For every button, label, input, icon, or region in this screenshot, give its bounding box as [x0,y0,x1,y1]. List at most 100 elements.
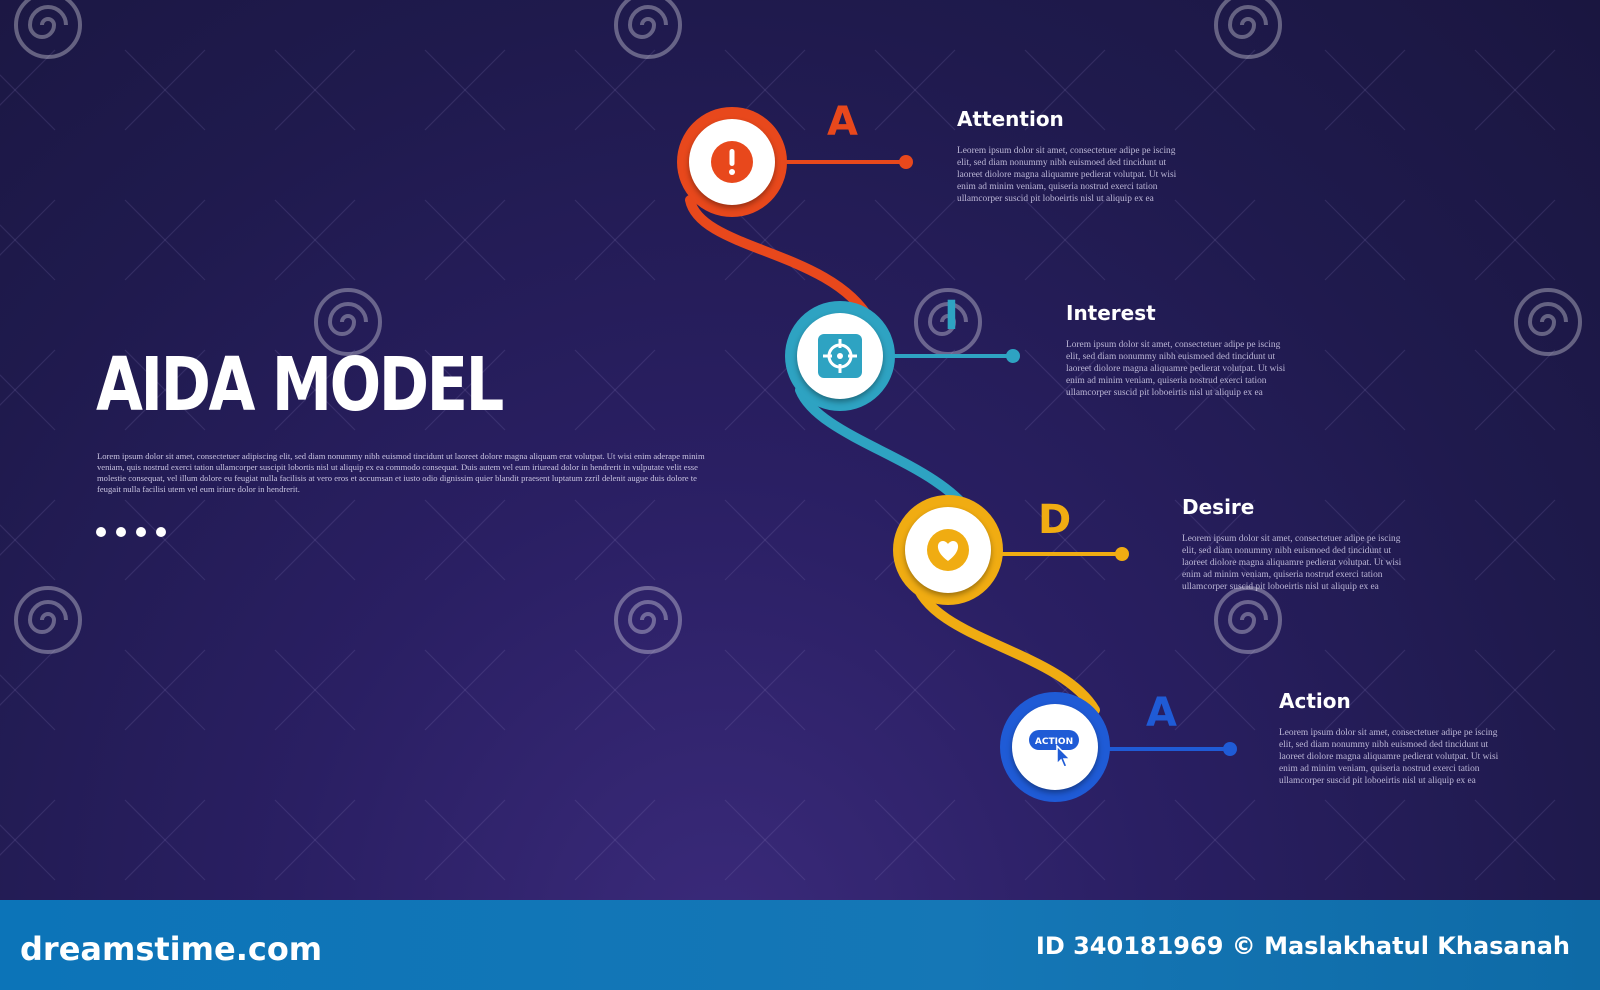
watermark-spiral-icon [614,0,682,59]
footer-bar [0,900,1600,990]
bg-cross-line [424,799,506,881]
bg-cross-line [274,499,356,581]
bg-cross-line [0,224,56,281]
bg-cross-line [274,349,356,431]
bg-cross-line [724,649,806,731]
footer-credit: ID 340181969 © Maslakhatul Khasanah [1035,932,1570,960]
bg-cross-line [0,49,56,106]
bg-cross-line [124,799,206,881]
bg-cross-line [574,199,656,281]
bg-cross-line [274,799,356,881]
bg-cross-line [124,499,206,581]
bg-cross-line [574,499,656,581]
bg-cross-line [1174,349,1256,431]
bg-cross-line [274,49,356,131]
bg-cross-line [574,49,656,131]
bg-cross-line [124,349,206,431]
bg-cross-line [1174,649,1256,731]
bg-cross-line [124,349,206,431]
bg-cross-line [1024,499,1106,581]
bg-cross-line [0,649,56,706]
dot [136,527,146,537]
bg-cross-line [1024,199,1106,281]
bg-cross-line [0,799,56,856]
bg-cross-line [874,49,956,131]
bg-cross-line [1324,349,1406,431]
step-attention-description: Leorem ipsum dolor sit amet, consectetue… [957,146,1177,204]
step-desire-letter: D [1038,497,1072,543]
bg-cross-line [1024,49,1106,131]
watermark-spiral-icon [314,288,382,356]
watermark-spiral-icon [627,600,668,634]
bg-cross-line [124,799,206,881]
bg-cross-line [724,349,806,431]
bg-cross-line [424,199,506,281]
watermark-spiral-icon [327,302,368,336]
bg-cross-line [724,499,806,581]
bg-cross-line [1474,199,1556,281]
bg-cross-line [424,799,506,881]
heart-icon [927,529,969,571]
page-title: AIDA MODEL [96,342,504,428]
bg-cross-line [274,199,356,281]
bg-cross-line [1324,349,1406,431]
bg-cross-line [1174,799,1256,881]
watermark-spiral-icon [1527,302,1568,336]
bg-cross-line [1174,499,1256,581]
bg-cross-line [274,349,356,431]
bg-cross-line [1024,499,1106,581]
bg-cross-line [1324,499,1406,581]
watermark-spiral-icon [1514,288,1582,356]
bg-cross-line [874,199,956,281]
bg-cross-line [1324,649,1406,731]
bg-cross-line [1474,49,1556,131]
step-action-connector-end [1223,742,1237,756]
bg-cross-line [1174,349,1256,431]
bg-cross-line [0,349,56,406]
dot [156,527,166,537]
step-desire-title: Desire [1182,495,1255,519]
intro-text: Lorem ipsum dolor sit amet, consectetuer… [97,451,705,494]
bg-cross-line [724,799,806,881]
bg-cross-line [1024,199,1106,281]
bg-cross-line [1174,49,1256,131]
watermark-spiral-icon [1227,600,1268,634]
step-desire-connector-end [1115,547,1129,561]
bg-cross-line [274,499,356,581]
bg-cross-line [874,649,956,731]
bg-cross-line [424,49,506,131]
step-action-node: ACTION [1000,692,1110,802]
bg-cross-line [424,649,506,731]
bg-cross-line [874,799,956,881]
bg-cross-line [1474,649,1556,731]
bg-cross-line [1024,49,1106,131]
bg-cross-line [574,649,656,731]
step-interest-title: Interest [1066,301,1156,325]
bg-cross-line [874,649,956,731]
step-attention-title: Attention [957,107,1064,131]
dot [96,527,106,537]
step-interest-connector-end [1006,349,1020,363]
bg-cross-line [1024,799,1106,881]
bg-cross-line [1474,199,1556,281]
bg-cross-line [274,199,356,281]
bg-cross-line [1174,799,1256,881]
bg-cross-line [574,199,656,281]
step-attention-letter: A [827,99,858,145]
bg-cross-line [1324,199,1406,281]
exclamation-icon [711,141,753,183]
pagination-dots [96,527,166,537]
bg-cross-line [1324,799,1406,881]
bg-cross-line [274,49,356,131]
bg-cross-line [274,649,356,731]
step-action-description: Leorem ipsum dolor sit amet, consectetue… [1279,728,1499,786]
bg-cross-line [424,649,506,731]
watermark-spiral-icon [927,302,968,336]
bg-cross-line [124,49,206,131]
step-interest-letter: I [944,293,959,339]
bg-cross-line [0,199,56,256]
bg-cross-line [574,499,656,581]
footer-logo: dreamstime.com [20,930,323,968]
bg-cross-line [574,649,656,731]
